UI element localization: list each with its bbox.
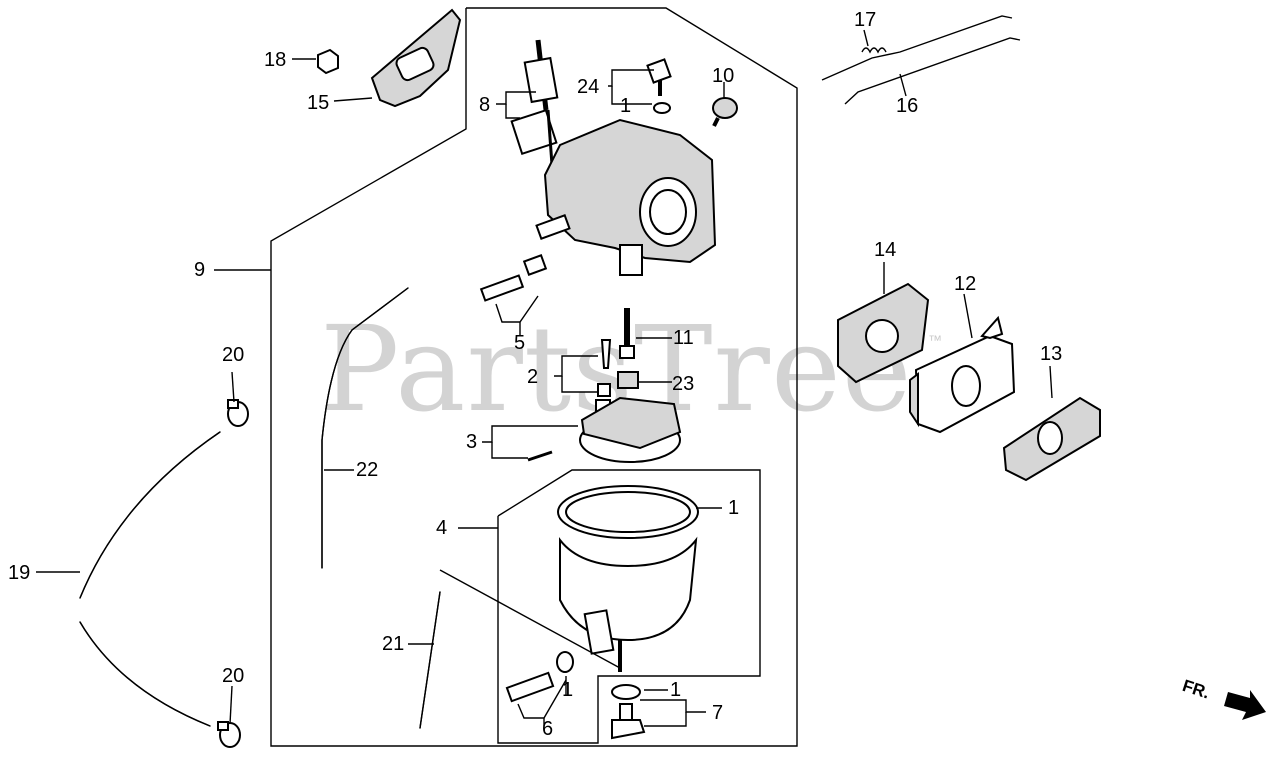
callout-3: 3 bbox=[466, 431, 478, 453]
pilot-screw-5-shape bbox=[479, 254, 548, 302]
callout-11: 11 bbox=[673, 327, 694, 349]
carburetor-body-shape bbox=[535, 118, 717, 276]
callout-15: 15 bbox=[307, 92, 330, 114]
callout-14: 14 bbox=[874, 239, 897, 261]
throttle-rod-shape bbox=[821, 15, 1021, 105]
drain-screw-6-shape bbox=[505, 651, 574, 703]
gasket-15-shape bbox=[370, 8, 462, 108]
callout-13: 13 bbox=[1040, 343, 1063, 365]
callout-1-washer: 1 bbox=[562, 679, 574, 701]
float-bowl-4-shape bbox=[557, 485, 699, 672]
clamp-20-top-shape bbox=[227, 399, 249, 427]
callout-17: 17 bbox=[854, 9, 877, 31]
callout-20-bottom: 20 bbox=[222, 665, 245, 687]
callout-4: 4 bbox=[436, 517, 448, 539]
callout-8: 8 bbox=[479, 94, 491, 116]
insulator-12-shape bbox=[909, 315, 1016, 434]
gasket-14-shape bbox=[837, 282, 930, 384]
callout-18: 18 bbox=[264, 49, 287, 71]
callout-12: 12 bbox=[954, 273, 977, 295]
callout-21: 21 bbox=[382, 633, 405, 655]
callout-19: 19 bbox=[8, 562, 31, 584]
bolt-7-shape bbox=[611, 684, 646, 740]
gasket-13-shape bbox=[1002, 396, 1101, 482]
main-jet-11-shape bbox=[617, 308, 639, 389]
callout-22: 22 bbox=[356, 459, 379, 481]
callout-16: 16 bbox=[896, 95, 919, 117]
fuel-tube-22-shape bbox=[321, 287, 409, 569]
callout-2: 2 bbox=[527, 366, 539, 388]
choke-lever-8-shape bbox=[510, 39, 559, 166]
assembly-frame bbox=[270, 7, 798, 747]
float-3-shape bbox=[527, 396, 682, 463]
callout-5: 5 bbox=[514, 332, 526, 354]
callout-10: 10 bbox=[712, 65, 735, 87]
callout-1-bolt-washer: 1 bbox=[670, 679, 682, 701]
front-direction-arrow bbox=[1224, 690, 1266, 720]
callout-7: 7 bbox=[712, 702, 724, 724]
callout-20-top: 20 bbox=[222, 344, 245, 366]
callout-9: 9 bbox=[194, 259, 206, 281]
fuel-hose-19-shape bbox=[79, 431, 221, 599]
float-bowl-subframe bbox=[497, 469, 761, 744]
trademark-symbol: ™ bbox=[928, 332, 942, 348]
nut-18-shape bbox=[317, 48, 339, 75]
callout-6: 6 bbox=[542, 718, 554, 740]
callout-23: 23 bbox=[672, 373, 695, 395]
callout-1-plug: 1 bbox=[620, 95, 632, 117]
callout-24: 24 bbox=[577, 76, 600, 98]
callout-1-oring: 1 bbox=[728, 497, 740, 519]
plug-24-shape bbox=[646, 58, 672, 114]
screw-10-shape bbox=[712, 97, 738, 127]
clamp-20-bottom-shape bbox=[217, 721, 241, 748]
